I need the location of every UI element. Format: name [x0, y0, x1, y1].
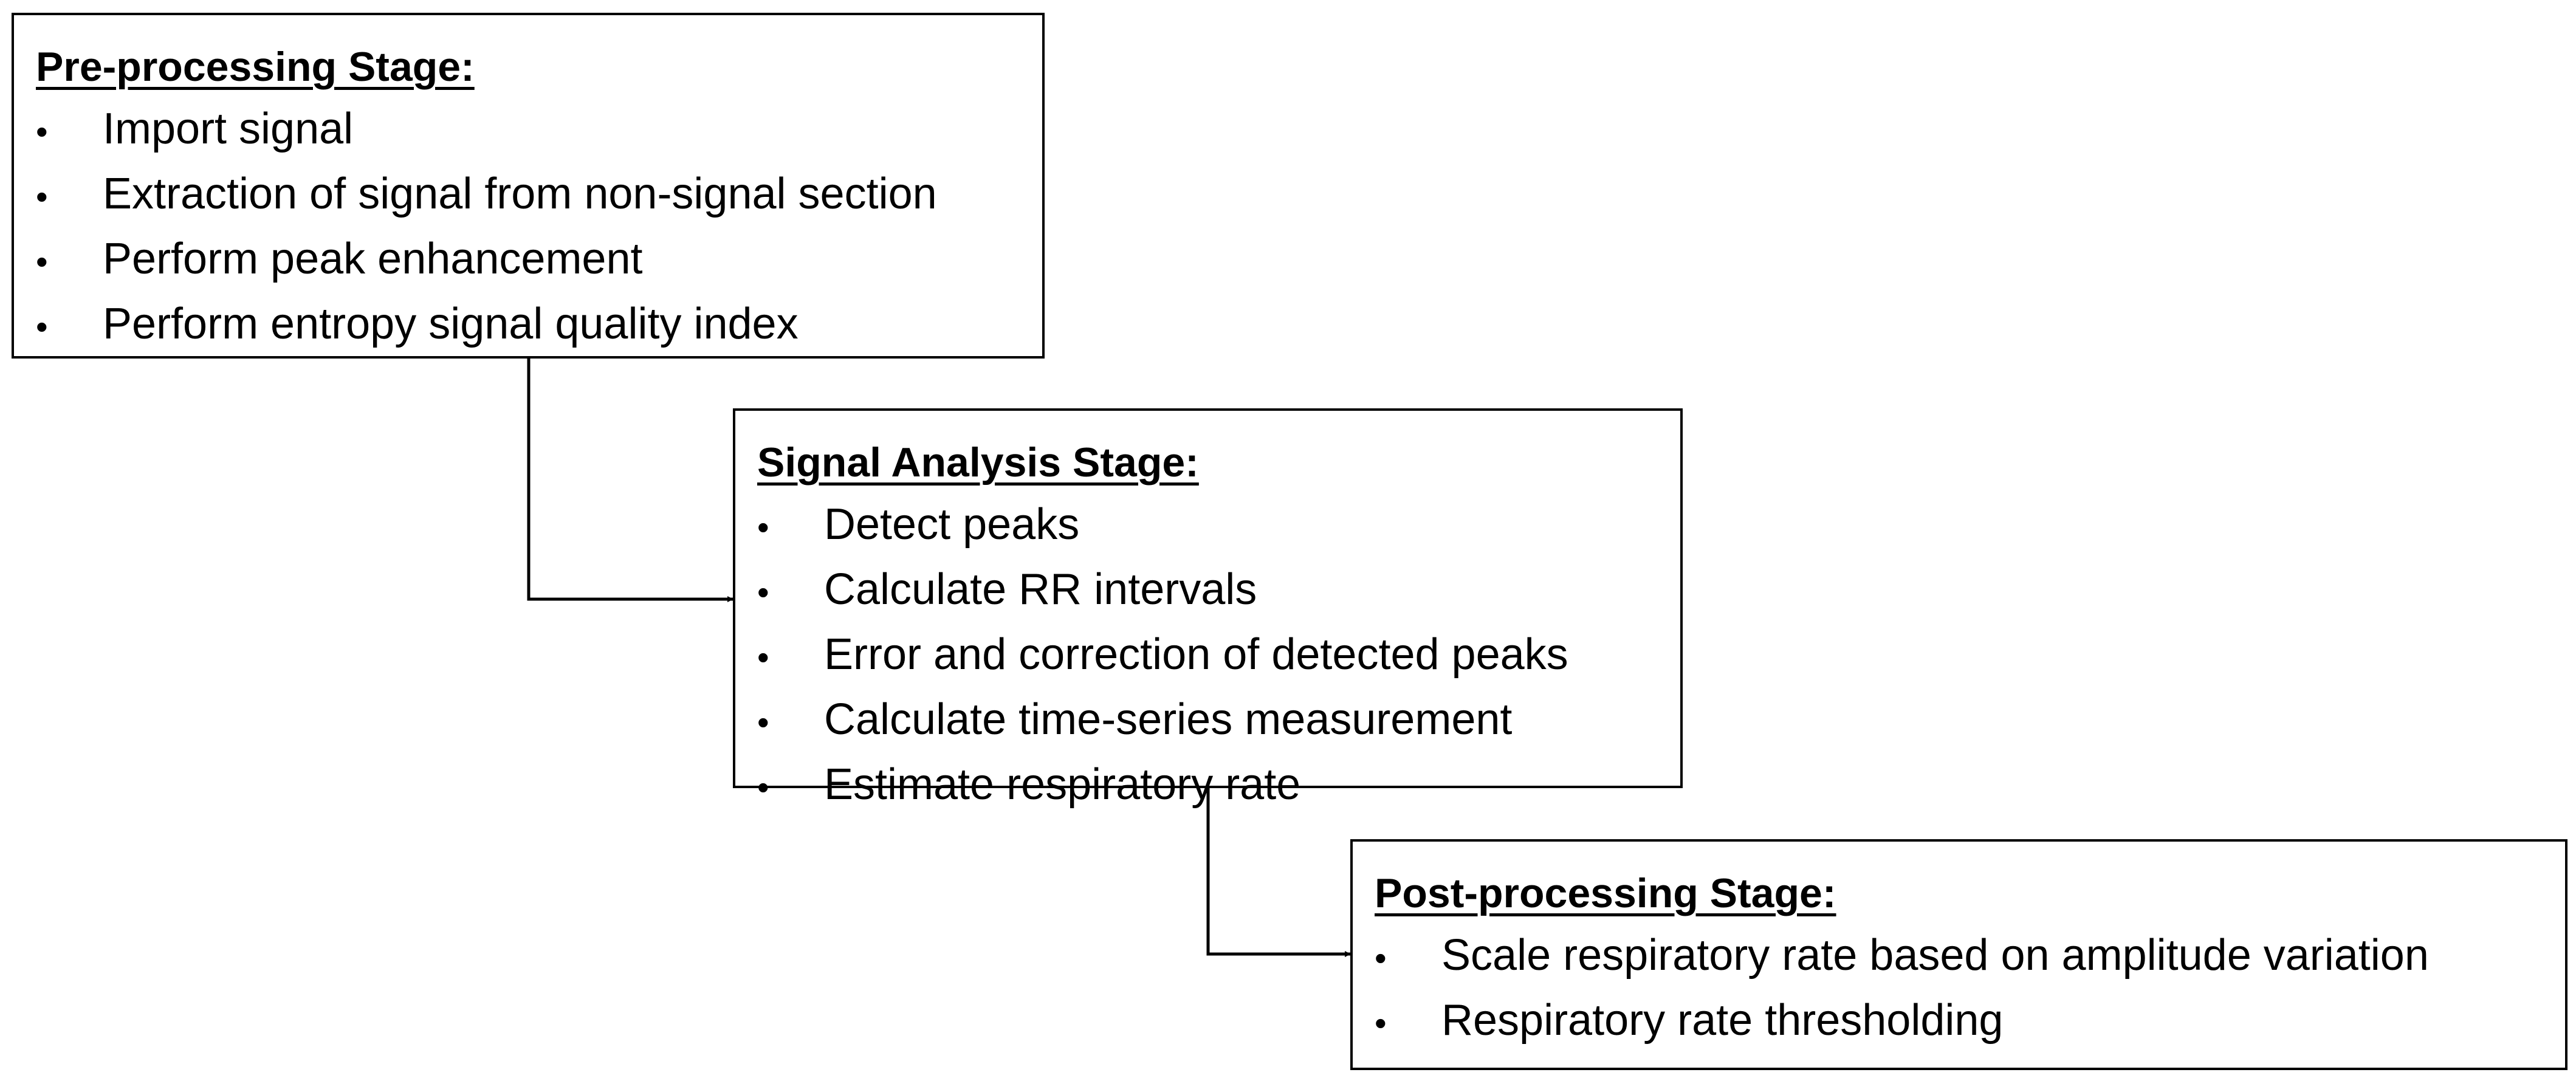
stage-box-pre-processing: Pre-processing Stage: • Import signal • Ex… — [12, 13, 1045, 359]
step-text: Perform peak enhancement — [103, 235, 643, 283]
step-text: Error and correction of detected peaks — [824, 630, 1568, 679]
stage-box-signal-analysis: Signal Analysis Stage: • Detect peaks • Ca… — [733, 408, 1683, 809]
step-text: Detect peaks — [824, 500, 1080, 549]
step-item: • Import signal — [36, 98, 1042, 163]
step-text: Calculate time-series measurement — [824, 695, 1513, 744]
step-text: Import signal — [103, 105, 354, 153]
stage-title: Signal Analysis Stage: — [757, 439, 1199, 486]
step-item: • Error and correction of detected peaks — [757, 623, 1680, 688]
step-item: • Perform entropy signal quality index — [36, 293, 1042, 358]
bullet-icon: • — [36, 177, 48, 216]
step-text: Respiratory rate thresholding — [1441, 996, 2004, 1045]
bullet-icon: • — [36, 242, 48, 281]
stage-title: Pre-processing Stage: — [36, 44, 475, 90]
arrow-pre-to-signal — [527, 359, 733, 602]
bullet-icon: • — [757, 638, 769, 676]
bullet-icon: • — [1375, 939, 1387, 977]
step-list: • Scale respiratory rate based on amplitu… — [1375, 924, 2565, 1054]
bullet-icon: • — [757, 703, 769, 741]
step-item: • Estimate respiratory rate — [757, 754, 1680, 819]
step-item: • Respiratory rate thresholding — [1375, 989, 2565, 1054]
step-item: • Scale respiratory rate based on amplitu… — [1375, 924, 2565, 989]
step-text: Perform entropy signal quality index — [103, 300, 799, 348]
stage-title: Post-processing Stage: — [1375, 870, 1836, 916]
bullet-icon: • — [757, 573, 769, 611]
step-text: Calculate RR intervals — [824, 565, 1257, 614]
bullet-icon: • — [757, 508, 769, 546]
step-text: Scale respiratory rate based on amplitud… — [1441, 931, 2429, 980]
step-text: Estimate respiratory rate — [824, 760, 1301, 809]
step-item: • Calculate time-series measurement — [757, 688, 1680, 754]
bullet-icon: • — [36, 112, 48, 151]
step-item: • Calculate RR intervals — [757, 558, 1680, 623]
step-list: • Detect peaks • Calculate RR intervals • E… — [757, 493, 1680, 819]
step-list: • Import signal • Extraction of signal fro… — [36, 98, 1042, 358]
step-item: • Extraction of signal from non-signal se… — [36, 163, 1042, 228]
step-item: • Perform peak enhancement — [36, 228, 1042, 293]
bullet-icon: • — [1375, 1004, 1387, 1042]
stage-box-post-processing: Post-processing Stage: • Scale respirator… — [1350, 839, 2567, 1070]
step-text: Extraction of signal from non-signal sec… — [103, 170, 937, 218]
bullet-icon: • — [757, 768, 769, 806]
step-item: • Detect peaks — [757, 493, 1680, 558]
bullet-icon: • — [36, 307, 48, 346]
